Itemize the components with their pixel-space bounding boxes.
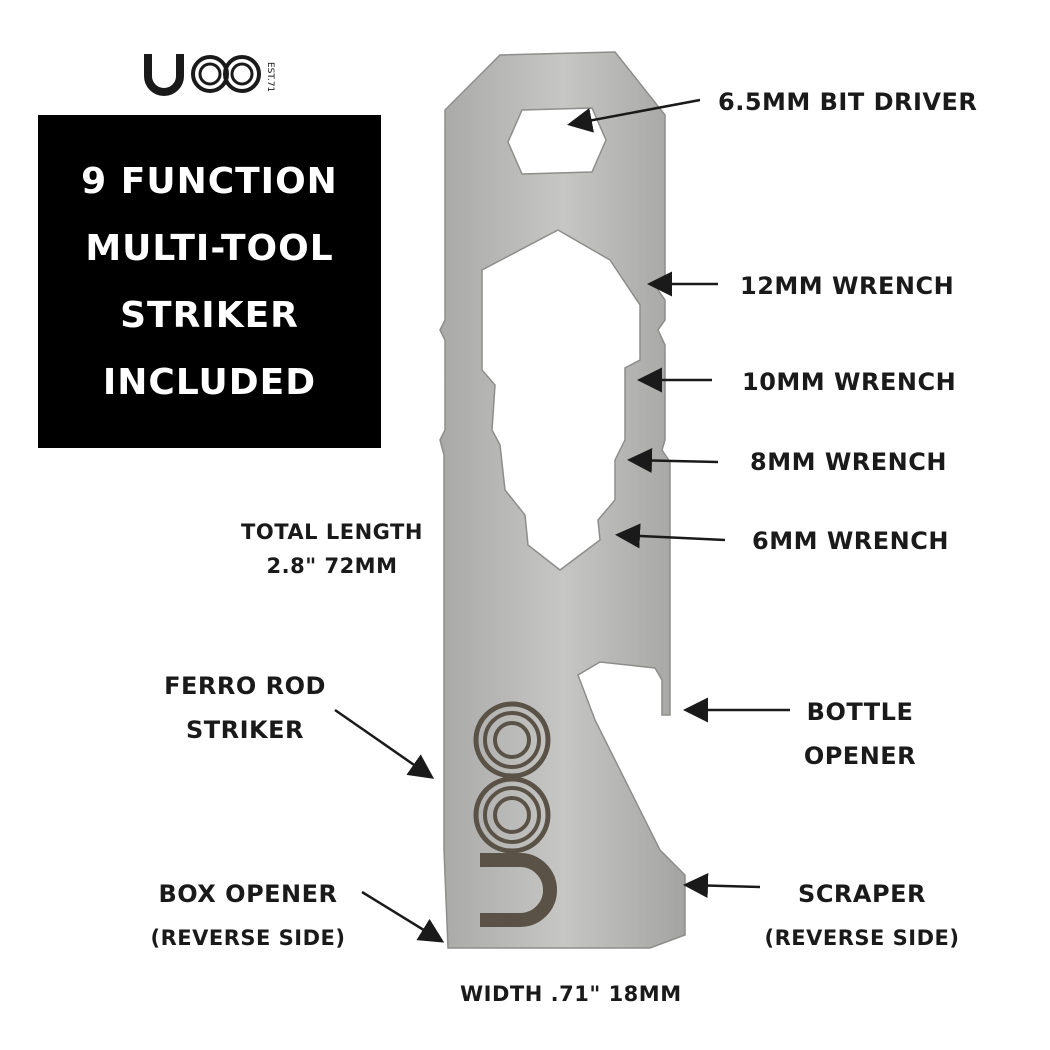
bottle-opener-line-1: BOTTLE xyxy=(806,698,914,726)
promo-line-4: INCLUDED xyxy=(102,361,317,403)
promo-line-3: STRIKER xyxy=(120,294,299,336)
label-total-length: TOTAL LENGTH 2.8" 72MM xyxy=(232,515,432,583)
engraved-logo xyxy=(473,701,557,927)
label-box-opener: BOX OPENER (REVERSE SIDE) xyxy=(138,872,358,960)
label-12mm-wrench: 12MM WRENCH xyxy=(740,272,955,300)
arrow-ferro xyxy=(334,708,435,779)
label-scraper: SCRAPER (REVERSE SIDE) xyxy=(762,872,962,960)
arrow-box xyxy=(361,890,445,943)
arrow-8mm xyxy=(627,447,719,473)
arrow-scraper xyxy=(683,873,761,899)
label-10mm-wrench: 10MM WRENCH xyxy=(742,368,957,396)
arrow-bit-driver xyxy=(567,98,701,133)
label-width: WIDTH .71" 18MM xyxy=(460,982,682,1006)
label-bottle-opener: BOTTLE OPENER xyxy=(780,690,940,778)
scraper-line-1: SCRAPER xyxy=(798,880,926,908)
label-8mm-wrench: 8MM WRENCH xyxy=(750,448,947,476)
box-opener-line-2: (REVERSE SIDE) xyxy=(150,926,346,950)
ferro-rod-line-1: FERRO ROD xyxy=(164,672,326,700)
total-length-line-1: TOTAL LENGTH xyxy=(241,520,423,544)
label-ferro-rod: FERRO ROD STRIKER xyxy=(140,664,350,752)
label-bit-driver: 6.5MM BIT DRIVER xyxy=(718,88,978,116)
promo-line-1: 9 FUNCTION xyxy=(81,160,338,202)
svg-text:EST.71: EST.71 xyxy=(265,62,275,92)
uco-logo: EST.71 xyxy=(140,42,300,102)
box-opener-line-1: BOX OPENER xyxy=(158,880,338,908)
scraper-line-2: (REVERSE SIDE) xyxy=(764,926,960,950)
bottle-opener-line-2: OPENER xyxy=(803,742,917,770)
promo-line-2: MULTI-TOOL xyxy=(85,227,334,269)
label-6mm-wrench: 6MM WRENCH xyxy=(752,527,949,555)
ferro-rod-line-2: STRIKER xyxy=(185,716,305,744)
promo-box: 9 FUNCTION MULTI-TOOL STRIKER INCLUDED xyxy=(38,115,381,448)
total-length-line-2: 2.8" 72MM xyxy=(266,554,398,578)
arrow-6mm xyxy=(615,523,726,549)
tool-body xyxy=(439,51,686,949)
